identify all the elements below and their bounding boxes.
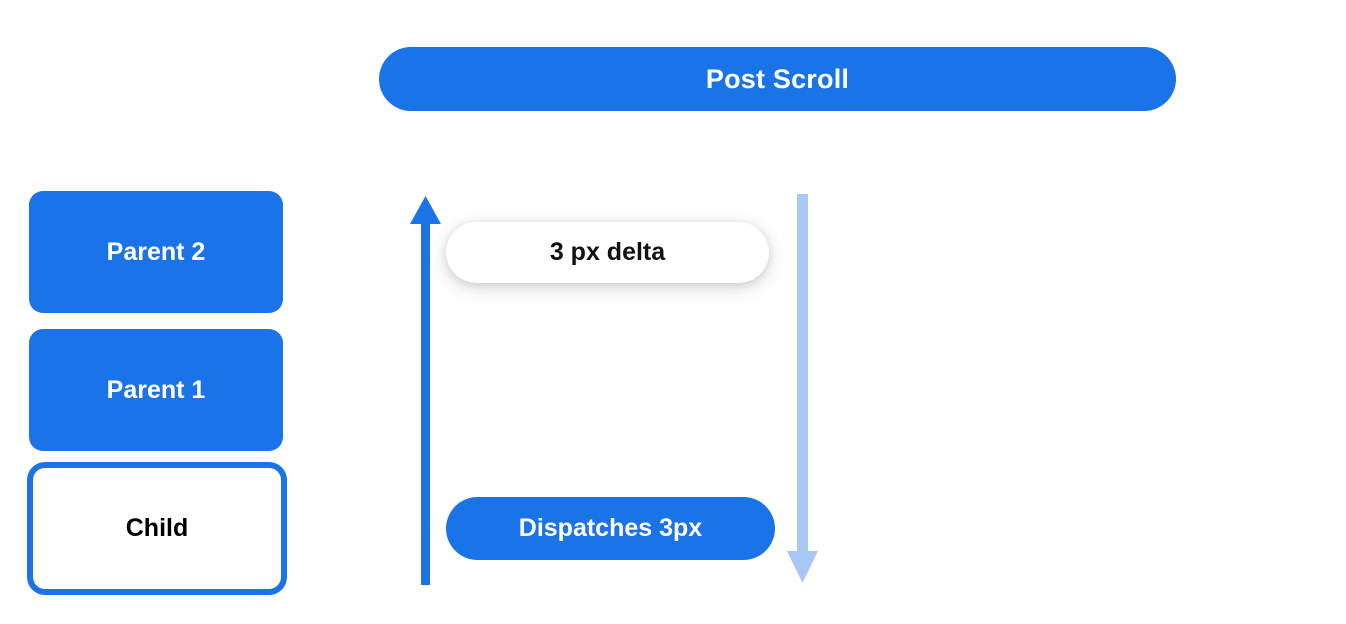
node-label-child: Child — [125, 514, 189, 542]
node-box-parent-1: Parent 1 — [29, 329, 283, 451]
delta-annotation-label: 3 px delta — [549, 238, 666, 266]
bubble-up-arrow-icon — [410, 196, 441, 585]
dispatch-annotation-pill: Dispatches 3px — [446, 497, 775, 560]
delta-annotation-pill: 3 px delta — [446, 222, 769, 283]
dispatch-down-arrow-icon — [787, 194, 818, 583]
dispatch-annotation-label: Dispatches 3px — [518, 514, 703, 542]
header-title: Post Scroll — [705, 63, 850, 94]
node-label-parent-2: Parent 2 — [106, 237, 206, 266]
header-pill: Post Scroll — [379, 47, 1176, 111]
node-box-child: Child — [27, 462, 287, 595]
node-label-parent-1: Parent 1 — [106, 375, 206, 404]
node-box-parent-2: Parent 2 — [29, 191, 283, 313]
